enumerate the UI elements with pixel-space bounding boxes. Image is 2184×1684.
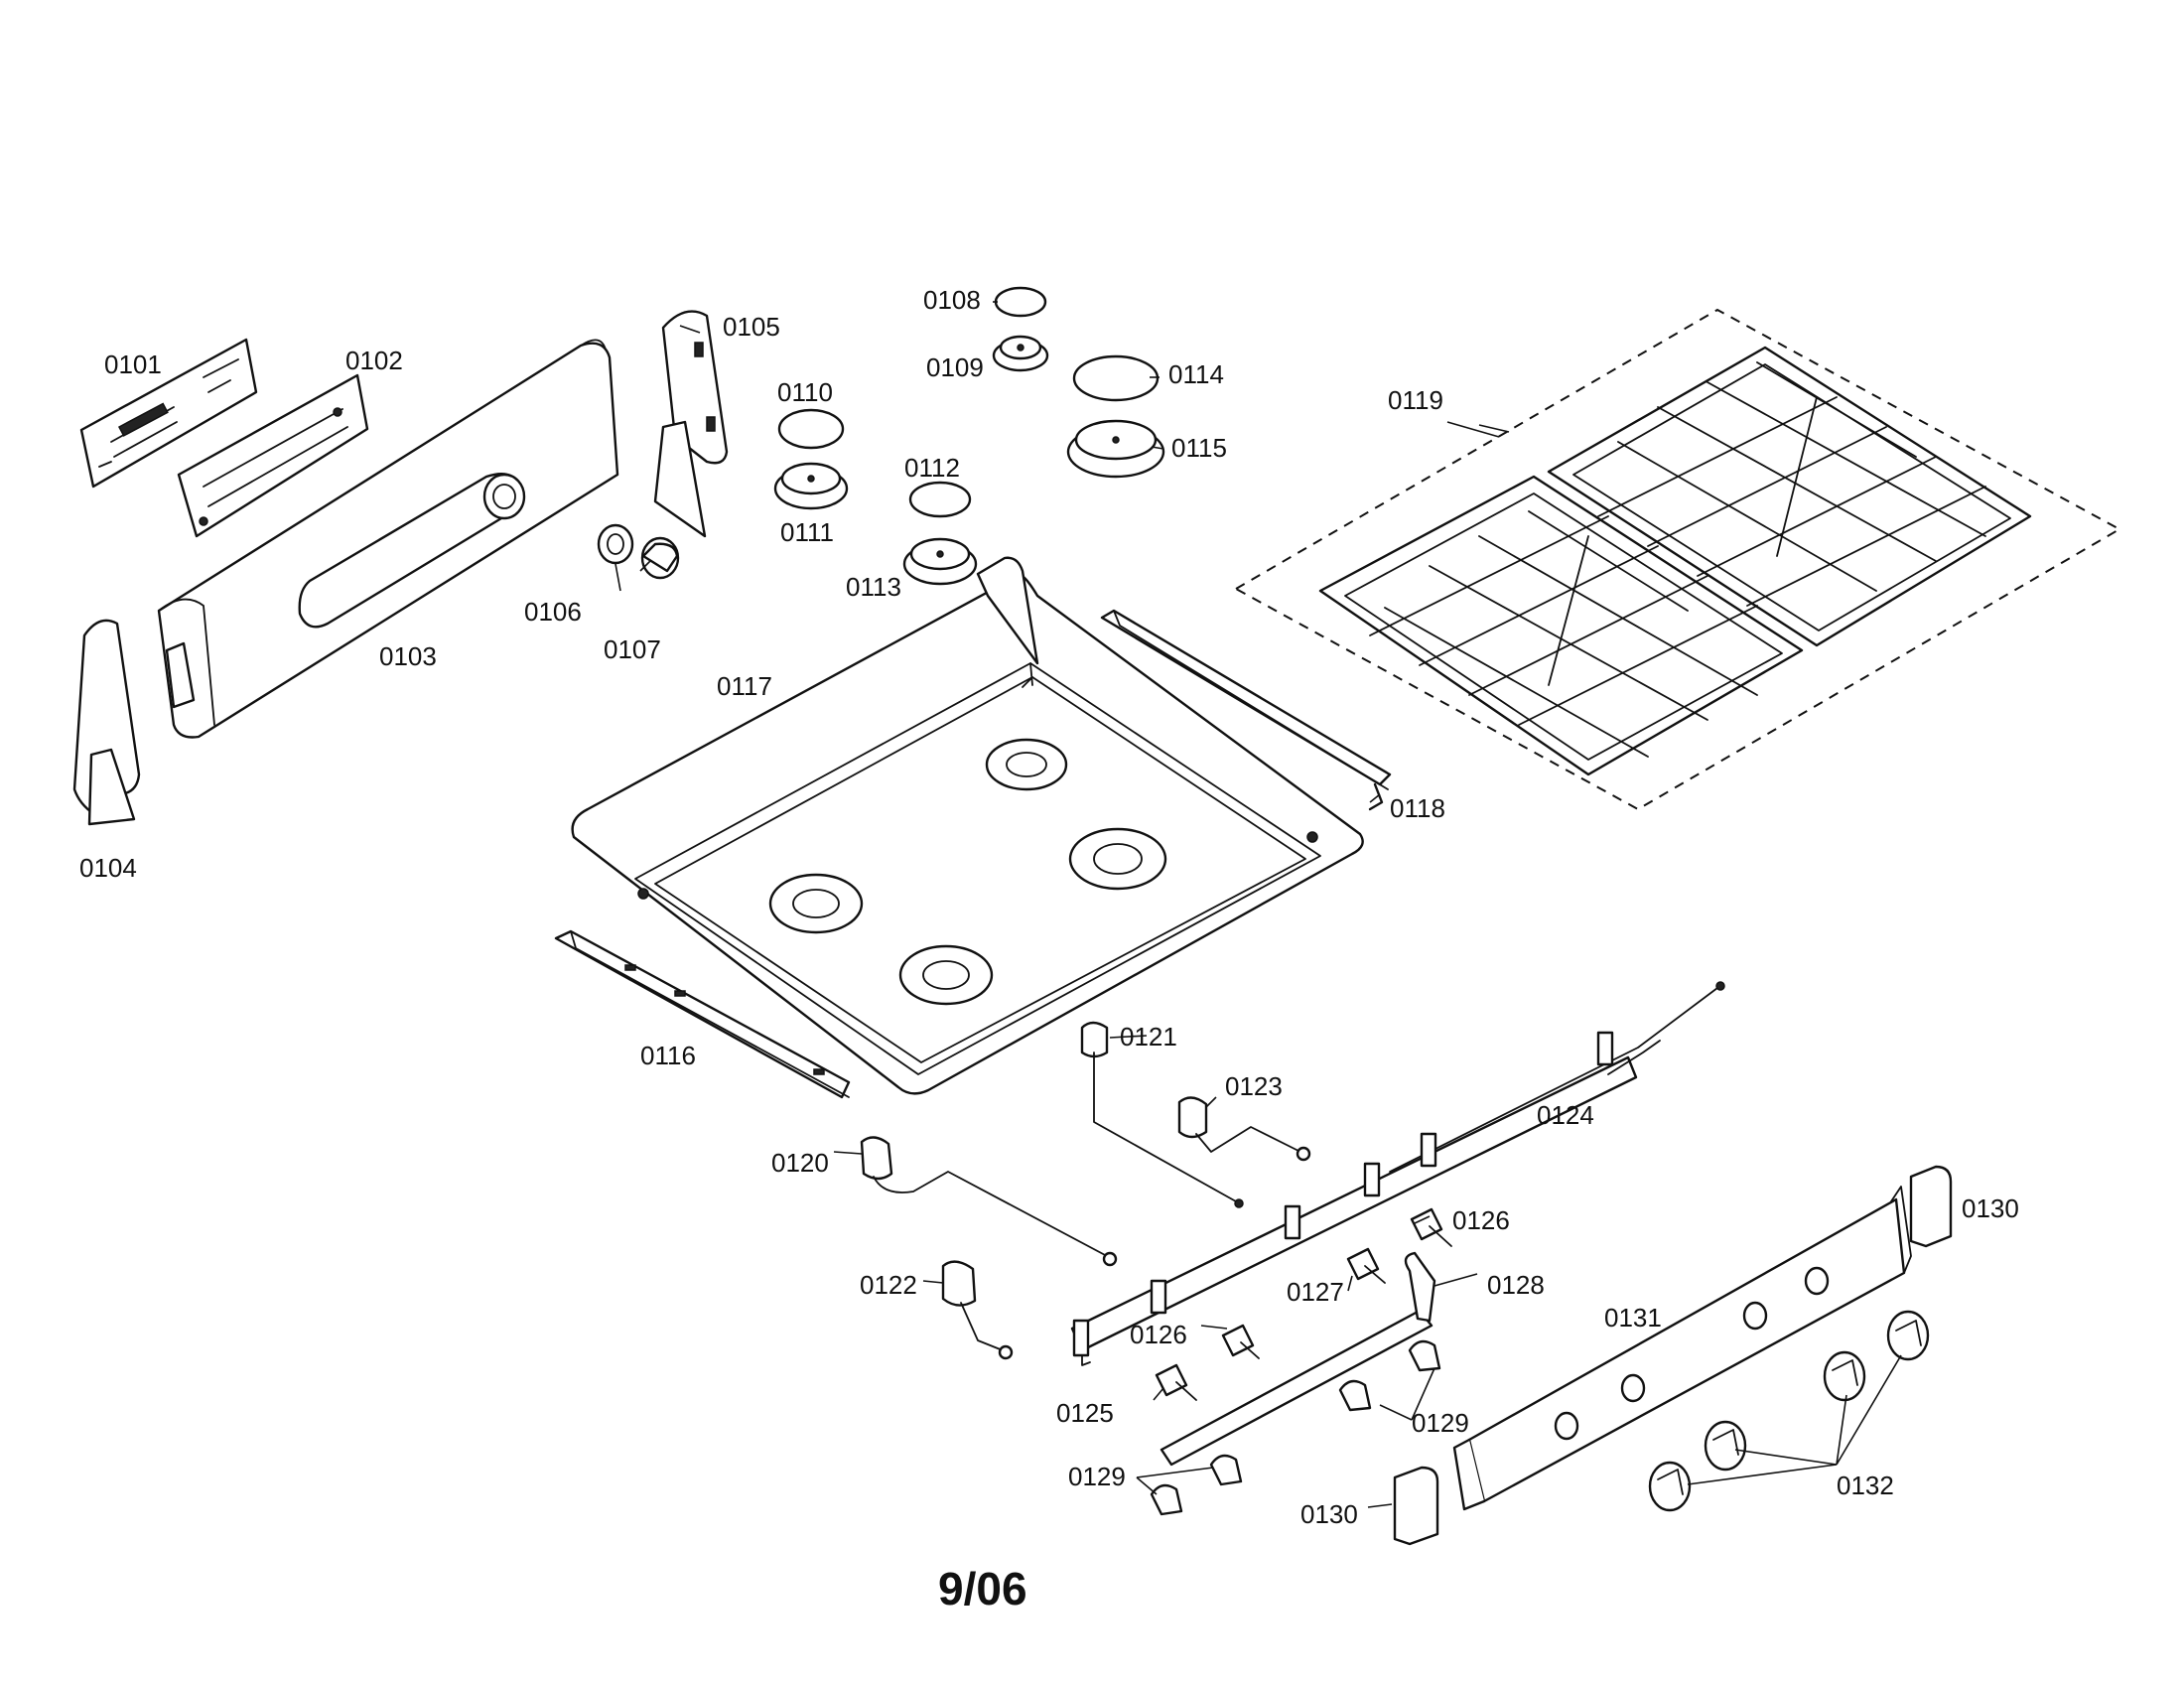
label-0129-upper: 0129 xyxy=(1412,1408,1469,1438)
leader-lines xyxy=(614,301,1902,1508)
label-0104: 0104 xyxy=(79,853,137,883)
rail-0118 xyxy=(1100,609,1392,811)
burner-head-0115 xyxy=(1066,419,1165,479)
valve-tube-0122 xyxy=(941,1260,1014,1360)
valve-tube-0123 xyxy=(1177,1096,1311,1162)
burner-head-0113 xyxy=(902,537,978,586)
label-0129-lower: 0129 xyxy=(1068,1462,1126,1491)
label-0131: 0131 xyxy=(1604,1303,1662,1333)
label-0130-right: 0130 xyxy=(1962,1193,2019,1223)
label-0132: 0132 xyxy=(1837,1471,1894,1500)
control-board-0101 xyxy=(79,338,258,489)
rail-0116 xyxy=(554,929,851,1099)
label-0112: 0112 xyxy=(904,453,960,483)
bezel-ring-inner-0106 xyxy=(607,533,624,555)
label-0107: 0107 xyxy=(604,634,661,664)
label-0127: 0127 xyxy=(1287,1277,1344,1307)
label-0109: 0109 xyxy=(926,352,984,382)
label-0101: 0101 xyxy=(104,350,162,379)
label-0111: 0111 xyxy=(780,517,834,547)
label-0116: 0116 xyxy=(640,1041,696,1070)
front-panel-0131 xyxy=(1452,1186,1912,1511)
label-0102: 0102 xyxy=(345,346,403,375)
label-0110: 0110 xyxy=(777,377,833,407)
valve-tube-0120 xyxy=(860,1136,1118,1267)
label-0113: 0113 xyxy=(846,572,901,602)
valve-0126-lower xyxy=(1221,1324,1260,1359)
burner-cap-0114 xyxy=(1072,354,1160,402)
valve-0125 xyxy=(1155,1363,1197,1401)
footer-date: 9/06 xyxy=(938,1563,1027,1614)
knobs-0132 xyxy=(1648,1310,1930,1512)
burner-head-0109 xyxy=(992,335,1049,372)
valve-tube-0121 xyxy=(1080,1021,1244,1208)
control-panel-0103 xyxy=(157,339,619,739)
label-0124: 0124 xyxy=(1537,1100,1594,1130)
burner-head-0111 xyxy=(773,462,849,510)
label-0128: 0128 xyxy=(1487,1270,1545,1300)
burner-cap-0110 xyxy=(777,408,845,450)
label-0120: 0120 xyxy=(771,1148,829,1178)
side-trim-0104 xyxy=(72,619,141,826)
tube-0128 xyxy=(1160,1251,1436,1467)
label-0126-lower: 0126 xyxy=(1130,1320,1187,1349)
burner-cap-0108 xyxy=(994,286,1047,318)
label-0105: 0105 xyxy=(723,312,780,342)
label-0122: 0122 xyxy=(860,1270,917,1300)
cooktop-0117 xyxy=(571,556,1364,1095)
manifold-0124 xyxy=(1070,981,1725,1366)
label-0117: 0117 xyxy=(717,671,772,701)
grates-0119 xyxy=(1233,308,2122,811)
label-0108: 0108 xyxy=(923,285,981,315)
valve-0127 xyxy=(1346,1247,1386,1284)
clips-0129-upper xyxy=(1338,1339,1441,1412)
clips-0129-lower xyxy=(1150,1454,1243,1516)
knob-0107 xyxy=(640,536,680,580)
label-0119: 0119 xyxy=(1388,385,1443,415)
end-cap-0130-right xyxy=(1909,1165,1953,1248)
side-trim-0105 xyxy=(653,310,729,538)
label-0118: 0118 xyxy=(1390,793,1445,823)
bracket-plate-0102 xyxy=(177,373,369,538)
label-0126-upper: 0126 xyxy=(1452,1205,1510,1235)
label-0106: 0106 xyxy=(524,597,582,627)
valve-0126-upper xyxy=(1410,1207,1452,1247)
label-0114: 0114 xyxy=(1168,359,1224,389)
end-cap-0130-left xyxy=(1393,1466,1439,1546)
label-0121: 0121 xyxy=(1120,1022,1177,1052)
label-0125: 0125 xyxy=(1056,1398,1114,1428)
label-0115: 0115 xyxy=(1171,433,1227,463)
bezel-ring-0106 xyxy=(597,523,634,565)
label-0130-left: 0130 xyxy=(1300,1499,1358,1529)
burner-cap-0112 xyxy=(908,481,972,518)
label-0123: 0123 xyxy=(1225,1071,1283,1101)
label-0103: 0103 xyxy=(379,641,437,671)
